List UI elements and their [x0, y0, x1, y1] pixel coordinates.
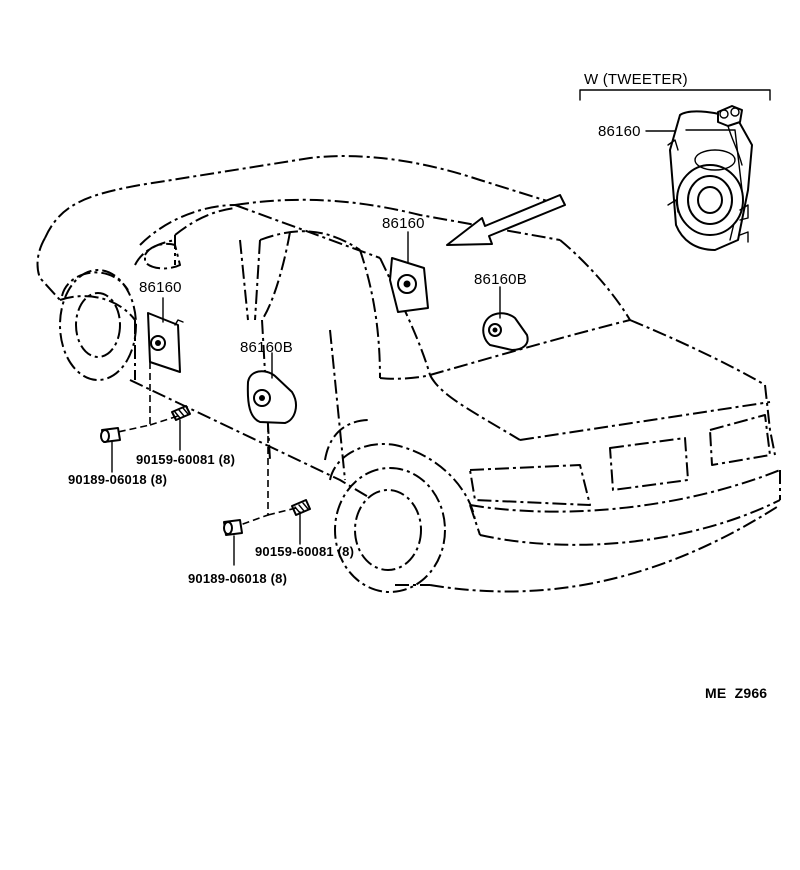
fastener-dashed-leaders — [117, 362, 297, 526]
screw-front-label: 90159-60081 (8) — [136, 452, 235, 467]
nut-front — [100, 427, 121, 443]
rear-wheel — [334, 467, 446, 593]
rear-shelf-speaker — [482, 312, 529, 351]
direction-arrow — [446, 194, 566, 246]
screw-rear — [291, 499, 311, 516]
nut-front-label: 90189-06018 (8) — [68, 472, 167, 487]
front-door-lower-speaker — [246, 370, 297, 424]
front-door-speaker — [147, 312, 184, 373]
rear-window-label: 86160 — [382, 215, 425, 232]
nut-rear — [223, 519, 243, 536]
inset-part-label: 86160 — [598, 123, 641, 140]
rear-window-b-label: 86160B — [474, 271, 527, 288]
front-wheel — [59, 269, 137, 381]
front-door-upper-label: 86160 — [139, 279, 182, 296]
tweeter-inset — [579, 89, 771, 251]
screw-rear-label: 90159-60081 (8) — [255, 544, 354, 559]
leader-lines — [111, 130, 679, 566]
nut-rear-label: 90189-06018 (8) — [188, 571, 287, 586]
rear-pillar-speaker — [389, 257, 429, 313]
front-door-lower-label: 86160B — [240, 339, 293, 356]
reference-code: ME Z966 — [705, 685, 767, 701]
inset-title: W (TWEETER) — [584, 71, 688, 88]
tweeter-assembly — [667, 105, 753, 251]
